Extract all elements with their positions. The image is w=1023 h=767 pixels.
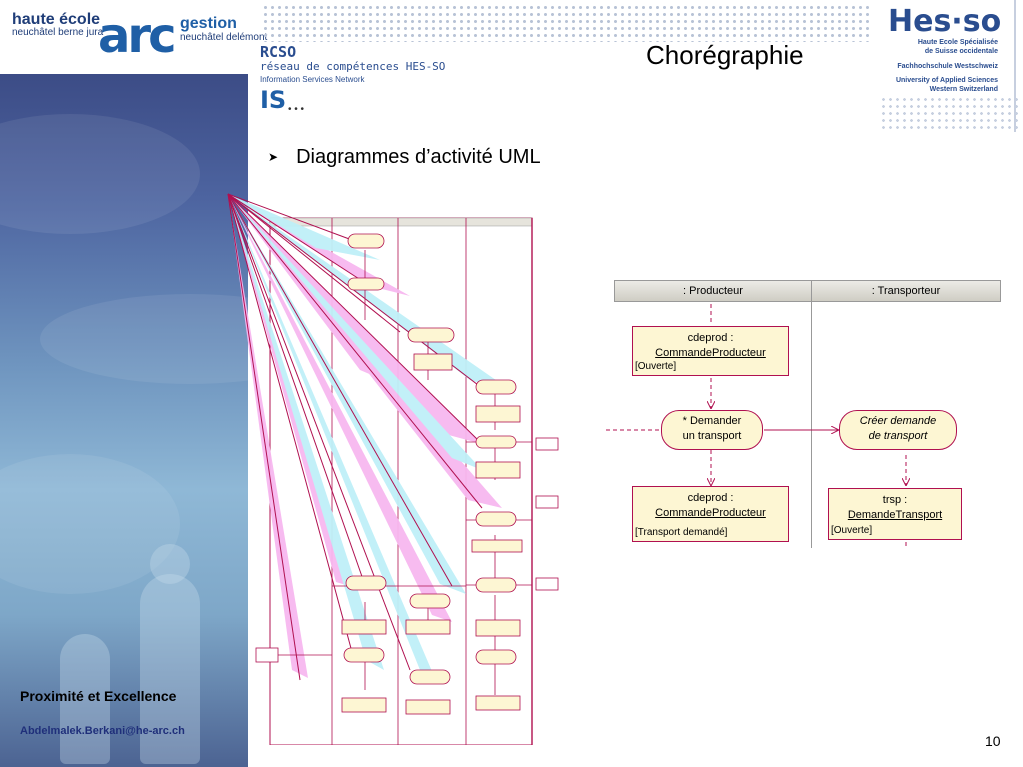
activity-diagram-overview xyxy=(227,193,559,745)
activity-line-1: Créer demande xyxy=(859,415,937,427)
object-name: cdeprod : xyxy=(687,492,734,504)
rcso-name: RCSO xyxy=(260,43,297,61)
page-number: 10 xyxy=(985,733,1001,749)
slide-title: Chorégraphie xyxy=(646,40,804,70)
object-state: [Ouverte] xyxy=(635,361,677,372)
activity-diagram-detail: : Producteur : Transporteur cdeprod : Co… xyxy=(606,280,1001,548)
is-logo-dots: • • • xyxy=(288,104,305,115)
haute-ecole-name: haute école xyxy=(12,11,101,28)
hesso-line-4: University of Applied Sciences xyxy=(895,77,998,85)
object-state: [Transport demandé] xyxy=(635,527,728,538)
hesso-line-5: Western Switzerland xyxy=(929,86,998,93)
bullet-text: Diagrammes d’activité UML xyxy=(296,146,541,168)
object-class: DemandeTransport xyxy=(847,509,943,521)
dot-pattern xyxy=(262,4,872,42)
chess-piece-image xyxy=(140,574,200,764)
left-decorative-band xyxy=(0,74,248,767)
lane-header-transporteur: : Transporteur xyxy=(811,280,1001,302)
gestion-region: neuchâtel delémont xyxy=(180,31,268,43)
arc-logo: arc xyxy=(98,8,176,64)
is-logo: IS xyxy=(260,86,287,114)
activity-creer-demande-transport: Créer demande de transport xyxy=(839,410,957,450)
object-name: cdeprod : xyxy=(687,332,734,344)
hesso-logo: Hes·so Haute Ecole Spécialisée de Suisse… xyxy=(882,4,1002,95)
gestion-name: gestion xyxy=(180,15,237,32)
rcso-logo: RCSO réseau de compétences HES-SO Inform… xyxy=(260,44,445,84)
dot-pattern-right xyxy=(880,96,1020,130)
object-commande-producteur-transport-demande: cdeprod : CommandeProducteur [Transport … xyxy=(632,486,789,542)
object-state: [Ouverte] xyxy=(831,525,873,536)
hesso-line-3: Fachhochschule Westschweiz xyxy=(897,62,998,70)
header-divider xyxy=(1014,0,1016,132)
footer-slogan: Proximité et Excellence xyxy=(20,688,177,704)
slide-header: haute école neuchâtel berne jura arc ges… xyxy=(0,0,1023,132)
object-class: CommandeProducteur xyxy=(655,347,766,359)
bullet-arrow-icon: ➤ xyxy=(268,150,279,164)
activity-line-2: de transport xyxy=(868,430,928,442)
bullet-item: ➤ Diagrammes d’activité UML xyxy=(268,146,541,169)
hesso-name: Hes·so xyxy=(888,4,1002,39)
rcso-subtitle: réseau de compétences HES-SO xyxy=(260,59,446,73)
hesso-line-1: Haute Ecole Spécialisée xyxy=(917,39,998,46)
activity-line-2: un transport xyxy=(682,430,742,442)
object-demande-transport-ouverte: trsp : DemandeTransport [Ouverte] xyxy=(828,488,962,540)
haute-ecole-logo: haute école neuchâtel berne jura xyxy=(12,12,103,38)
lane-separator xyxy=(811,302,812,548)
object-commande-producteur-ouverte: cdeprod : CommandeProducteur [Ouverte] xyxy=(632,326,789,376)
detail-flow-lines xyxy=(606,304,1001,548)
hesso-line-2: de Suisse occidentale xyxy=(924,47,998,55)
haute-ecole-region: neuchâtel berne jura xyxy=(12,27,104,38)
author-email[interactable]: Abdelmalek.Berkani@he-arc.ch xyxy=(20,725,185,737)
gestion-logo: gestion neuchâtel delémont xyxy=(180,15,268,43)
lane-header-producteur: : Producteur xyxy=(614,280,812,302)
activity-demander-transport: * Demander un transport xyxy=(661,410,763,450)
rcso-network: Information Services Network xyxy=(260,74,365,84)
activity-line-1: * Demander xyxy=(682,415,742,427)
object-class: CommandeProducteur xyxy=(655,507,766,519)
object-name: trsp : xyxy=(882,494,908,506)
